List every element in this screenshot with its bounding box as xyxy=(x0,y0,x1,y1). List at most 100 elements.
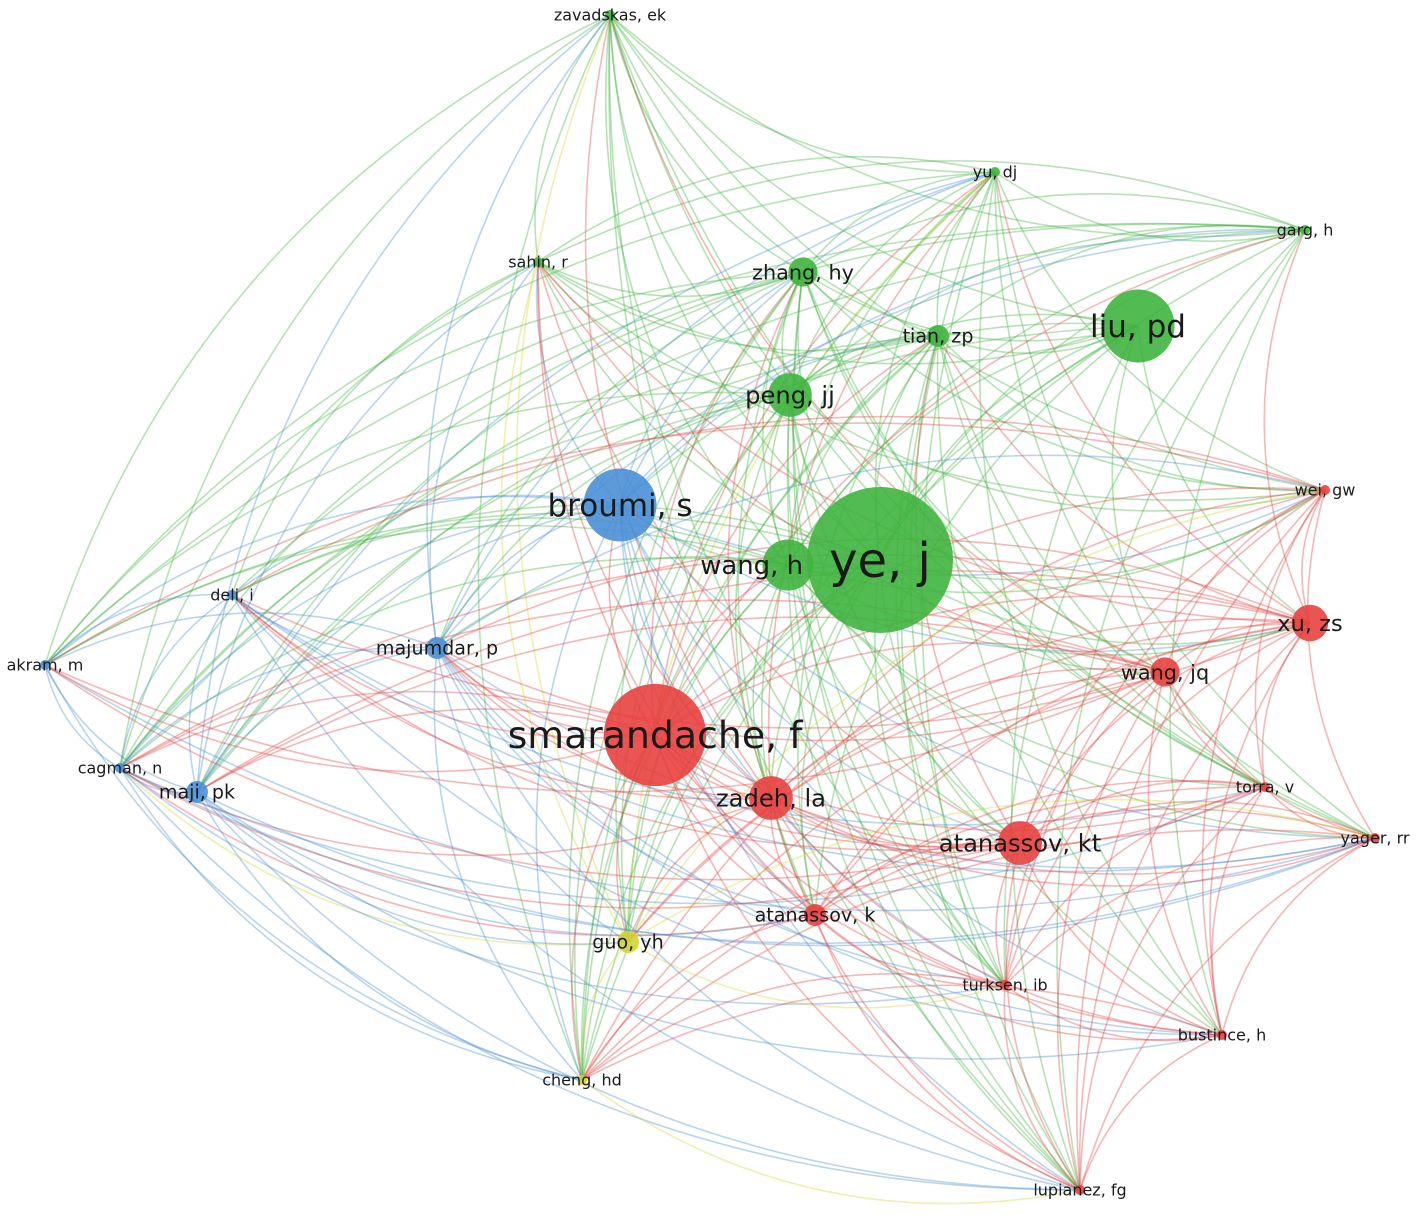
edge xyxy=(580,941,629,1081)
edge xyxy=(619,504,1223,1036)
edge xyxy=(654,335,939,736)
node-guo-yh[interactable] xyxy=(617,931,639,953)
node-ye-j[interactable] xyxy=(807,487,953,633)
edge xyxy=(44,664,1021,881)
node-yager-rr[interactable] xyxy=(1370,833,1380,843)
edge xyxy=(650,271,804,736)
node-wang-jq[interactable] xyxy=(1150,657,1180,687)
edge xyxy=(584,14,772,799)
edge xyxy=(802,171,996,273)
edge xyxy=(787,394,1006,986)
edge xyxy=(119,594,233,769)
edge xyxy=(196,791,583,1081)
edge xyxy=(627,798,1376,943)
edge xyxy=(1147,671,1223,1036)
edge xyxy=(436,555,789,649)
edge xyxy=(615,271,804,943)
node-label: yu, dj xyxy=(973,163,1017,182)
edge xyxy=(895,335,1006,986)
edge xyxy=(196,647,438,793)
edge xyxy=(581,914,816,1081)
edge xyxy=(119,767,1006,1005)
edge xyxy=(581,622,1311,1081)
node-cagman-n[interactable] xyxy=(115,763,125,773)
node-atanassov-kt[interactable] xyxy=(998,821,1042,865)
edge xyxy=(231,594,1021,851)
node-label: cagman, n xyxy=(78,759,163,778)
node-wang-h[interactable] xyxy=(762,539,814,591)
edge xyxy=(44,664,656,773)
node-majumdar-p[interactable] xyxy=(426,637,448,659)
edge xyxy=(619,504,1311,653)
edge xyxy=(1079,837,1376,1191)
edge xyxy=(762,271,804,566)
edge xyxy=(936,171,996,337)
edge xyxy=(119,553,1311,769)
node-maji-pk[interactable] xyxy=(186,781,208,803)
edge xyxy=(609,14,1266,788)
edge xyxy=(231,594,1266,826)
edge xyxy=(537,155,996,263)
edge xyxy=(787,229,1306,566)
edge xyxy=(814,671,1166,916)
edge xyxy=(1004,786,1266,986)
edge xyxy=(786,394,1081,1191)
node-label: akram, m xyxy=(7,656,84,675)
edge xyxy=(196,335,939,793)
edge xyxy=(627,941,1006,1009)
edge xyxy=(537,261,1021,844)
node-zavadskas-ek[interactable] xyxy=(605,10,615,20)
node-label: zhang, hy xyxy=(752,260,854,284)
edge xyxy=(581,559,881,1081)
edge xyxy=(770,797,1006,986)
edges-layer xyxy=(44,14,1376,1205)
node-deli-i[interactable] xyxy=(227,590,237,600)
edge xyxy=(802,271,1139,342)
edge xyxy=(619,504,772,799)
node-peng-jj[interactable] xyxy=(768,373,812,417)
node-label: wei, gw xyxy=(1295,481,1356,500)
edge xyxy=(1004,622,1311,986)
edge xyxy=(1019,489,1326,844)
node-wei-gw[interactable] xyxy=(1320,485,1330,495)
edge xyxy=(937,224,1306,337)
edge xyxy=(787,171,996,566)
node-liu-pd[interactable] xyxy=(1101,289,1175,363)
node-akram-m[interactable] xyxy=(40,660,50,670)
edge xyxy=(196,504,621,793)
edge xyxy=(231,261,539,596)
node-yu-dj[interactable] xyxy=(990,167,1000,177)
edge xyxy=(1019,622,1311,844)
node-bustince-h[interactable] xyxy=(1217,1030,1227,1040)
node-turksen-ib[interactable] xyxy=(1000,980,1010,990)
edge xyxy=(1111,325,1166,673)
node-torra-v[interactable] xyxy=(1260,782,1270,792)
edge xyxy=(609,14,1139,327)
node-label: wang, h xyxy=(700,551,803,581)
node-atanassov-k[interactable] xyxy=(804,904,826,926)
edge xyxy=(1078,622,1311,1191)
node-zhang-hy[interactable] xyxy=(788,257,818,287)
nodes-layer xyxy=(40,10,1380,1195)
node-sahin-r[interactable] xyxy=(533,257,543,267)
edge xyxy=(789,394,1326,512)
edge xyxy=(900,335,1081,1191)
edge xyxy=(436,394,791,649)
node-lupianez-fg[interactable] xyxy=(1075,1185,1085,1195)
edge xyxy=(196,171,996,793)
edge xyxy=(1010,325,1139,1191)
node-garg-h[interactable] xyxy=(1300,225,1310,235)
edge xyxy=(537,261,791,396)
edge xyxy=(802,193,1306,273)
node-cheng-hd[interactable] xyxy=(577,1075,587,1085)
edge xyxy=(1079,1034,1223,1191)
edge xyxy=(627,335,939,943)
node-zadeh-la[interactable] xyxy=(749,776,793,820)
edge xyxy=(994,171,1266,788)
edge xyxy=(119,261,539,769)
node-smarandache-f[interactable] xyxy=(603,683,707,787)
node-tian-zp[interactable] xyxy=(927,325,949,347)
node-broumi-s[interactable] xyxy=(583,468,657,542)
node-xu-zs[interactable] xyxy=(1291,604,1329,642)
edge xyxy=(770,797,1081,1191)
